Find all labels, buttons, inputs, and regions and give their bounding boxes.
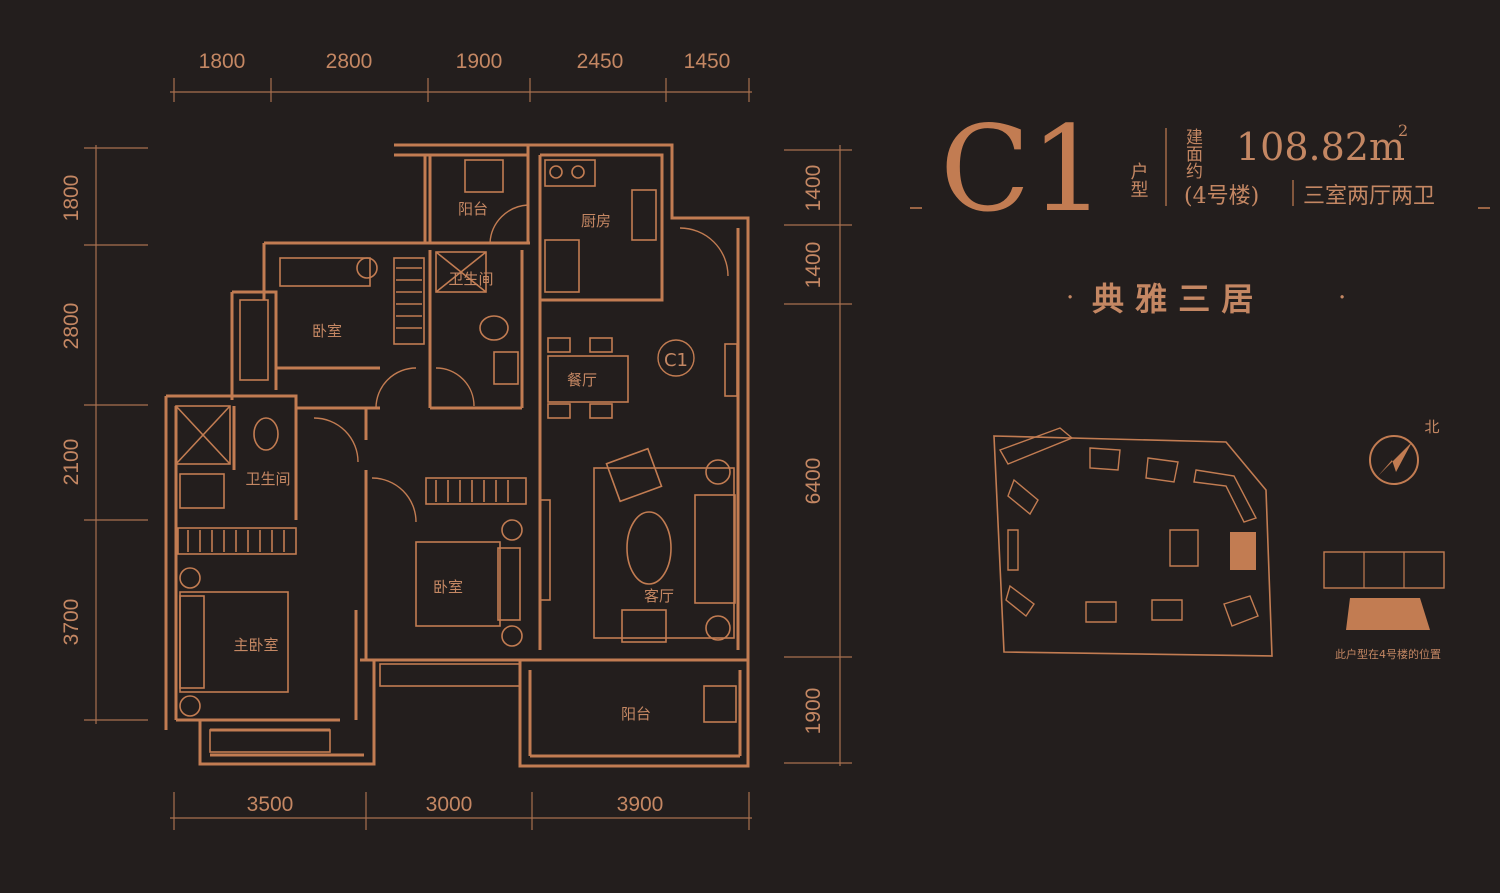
layout-label: 三室两厅两卫 <box>1303 184 1435 209</box>
fixtures <box>175 159 738 753</box>
dimension-labels-left: 1800 2800 2100 3700 <box>60 175 83 646</box>
label-balcony-bottom: 阳台 <box>621 705 651 723</box>
dimension-labels-right: 1400 1400 6400 1900 <box>802 165 825 735</box>
unit-type-label: 户型 <box>1128 162 1149 198</box>
site-buildings <box>998 427 1259 627</box>
area-value: 108.82m <box>1236 125 1405 169</box>
label-bathroom-left: 卫生间 <box>245 470 290 488</box>
label-master-bedroom: 主卧室 <box>233 636 278 654</box>
room-labels: 阳台 厨房 卫生间 卧室 餐厅 C1 卫生间 卧室 客厅 主卧室 阳台 <box>233 200 695 723</box>
dim-top-2: 2800 <box>326 50 373 73</box>
label-living: 客厅 <box>644 587 674 605</box>
label-dining: 餐厅 <box>567 371 597 389</box>
dim-bottom-3: 3900 <box>617 793 664 816</box>
dim-top-4: 2450 <box>577 50 624 73</box>
dim-right-1: 1400 <box>802 165 825 212</box>
label-bathroom-top: 卫生间 <box>448 270 493 288</box>
dim-top-3: 1900 <box>456 50 503 73</box>
site-highlight-building <box>1230 532 1256 570</box>
unit-code: C1 <box>940 100 1105 238</box>
dimension-labels-top: 1800 2800 1900 2450 1450 <box>199 50 731 73</box>
dim-top-1: 1800 <box>199 50 246 73</box>
floor-plan: 阳台 厨房 卫生间 卧室 餐厅 C1 卫生间 卧室 客厅 主卧室 阳台 <box>164 143 750 768</box>
site-boundary <box>993 435 1273 657</box>
dim-left-3: 2100 <box>60 439 83 486</box>
dimension-lines <box>84 78 852 830</box>
dim-bottom-1: 3500 <box>247 793 294 816</box>
label-bedroom-mid: 卧室 <box>433 578 463 596</box>
dim-left-4: 3700 <box>60 599 83 646</box>
slogan-dot-left: · <box>1066 283 1074 313</box>
building-locator <box>1323 551 1445 630</box>
building-label: (4号楼) <box>1184 184 1259 209</box>
dim-top-5: 1450 <box>684 50 731 73</box>
label-balcony-top: 阳台 <box>458 200 488 218</box>
dim-right-2: 1400 <box>802 242 825 289</box>
walls <box>164 143 750 768</box>
slogan-dot-right: · <box>1338 283 1346 313</box>
dim-left-2: 2800 <box>60 303 83 350</box>
north-label: 北 <box>1424 418 1439 436</box>
unit-badge-circle <box>657 339 695 377</box>
doors <box>313 204 729 523</box>
unit-badge-text: C1 <box>664 350 688 371</box>
compass-icon <box>1369 435 1419 485</box>
area-superscript: 2 <box>1398 121 1408 140</box>
dim-bottom-2: 3000 <box>426 793 473 816</box>
site-plan: 北 此户型在4号楼的位置 <box>993 418 1445 661</box>
dim-left-1: 1800 <box>60 175 83 222</box>
site-caption: 此户型在4号楼的位置 <box>1335 647 1441 661</box>
dim-right-4: 1900 <box>802 688 825 735</box>
area-label: 建面约 <box>1182 128 1203 180</box>
label-bedroom-nw: 卧室 <box>312 322 342 340</box>
compass-needle-icon <box>1378 442 1412 476</box>
dimension-labels-bottom: 3500 3000 3900 <box>247 793 664 816</box>
dim-right-3: 6400 <box>802 458 825 505</box>
slogan: 典 雅 三 居 <box>1092 280 1253 318</box>
title-block: C1 户型 建面约 108.82m 2 (4号楼) 三室两厅两卫 · 典 雅 三… <box>910 100 1490 318</box>
label-kitchen: 厨房 <box>581 212 611 230</box>
